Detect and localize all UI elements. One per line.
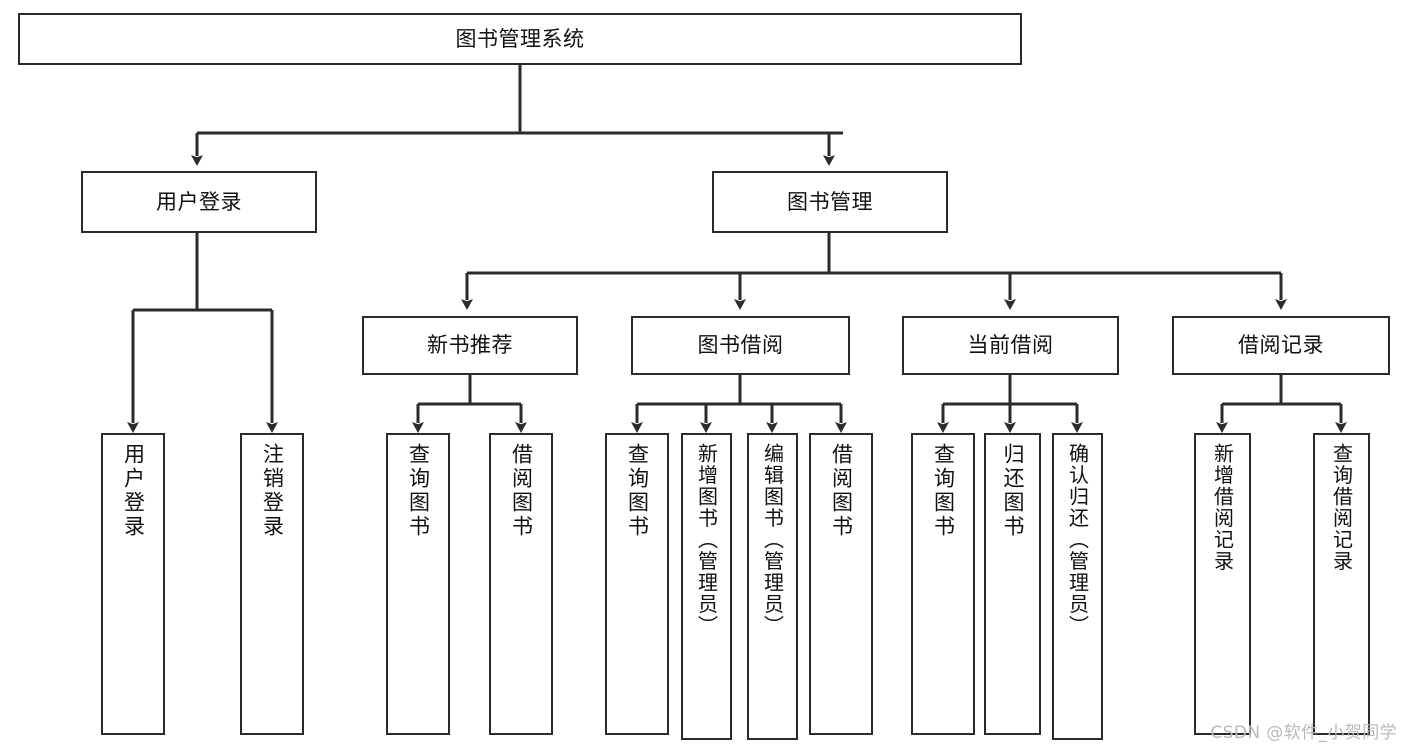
node-label: 当前借阅 <box>967 333 1054 358</box>
leaf-logout[interactable]: 注销登录 <box>240 433 304 735</box>
node-label: 归还图书 <box>1001 443 1025 539</box>
node-label: 用户登录 <box>121 443 146 539</box>
node-label: 图书借阅 <box>697 333 784 358</box>
node-label: 编辑图书（管理员） <box>760 443 785 637</box>
watermark-text: CSDN @软件_小贺同学 <box>1210 723 1397 743</box>
leaf-query-books-current[interactable]: 查询图书 <box>911 433 975 735</box>
node-label: 借阅图书 <box>829 443 854 539</box>
node-current-borrowing[interactable]: 当前借阅 <box>902 316 1119 375</box>
node-label: 借阅图书 <box>509 443 534 539</box>
node-label: 借阅记录 <box>1238 333 1324 358</box>
leaf-user-login[interactable]: 用户登录 <box>101 433 165 735</box>
node-root-library-system[interactable]: 图书管理系统 <box>18 13 1022 65</box>
node-label: 新书推荐 <box>427 333 513 358</box>
leaf-add-borrowing-record[interactable]: 新增借阅记录 <box>1194 433 1251 735</box>
node-label: 注销登录 <box>260 443 285 539</box>
node-label: 查询图书 <box>931 443 956 539</box>
node-label: 图书管理 <box>787 189 873 214</box>
leaf-edit-book-admin[interactable]: 编辑图书（管理员） <box>747 433 798 740</box>
node-label: 新增借阅记录 <box>1210 443 1235 572</box>
node-borrowing-records[interactable]: 借阅记录 <box>1172 316 1390 375</box>
node-label: 图书管理系统 <box>455 26 585 51</box>
leaf-query-books-recommendation[interactable]: 查询图书 <box>386 433 450 735</box>
node-book-borrowing[interactable]: 图书借阅 <box>631 316 850 375</box>
leaf-borrow-books-recommendation[interactable]: 借阅图书 <box>489 433 553 735</box>
node-label: 查询图书 <box>406 443 431 539</box>
node-label: 用户登录 <box>156 189 242 214</box>
leaf-query-borrowing-record[interactable]: 查询借阅记录 <box>1313 433 1370 735</box>
leaf-return-books[interactable]: 归还图书 <box>984 433 1041 735</box>
leaf-query-books-borrowing[interactable]: 查询图书 <box>605 433 669 735</box>
node-label: 确认归还（管理员） <box>1065 443 1090 637</box>
node-label: 查询借阅记录 <box>1329 443 1354 572</box>
node-user-login[interactable]: 用户登录 <box>81 171 317 233</box>
leaf-add-book-admin[interactable]: 新增图书（管理员） <box>681 433 732 740</box>
node-book-management[interactable]: 图书管理 <box>712 171 948 233</box>
node-label: 新增图书（管理员） <box>694 443 719 637</box>
leaf-confirm-return-admin[interactable]: 确认归还（管理员） <box>1052 433 1103 740</box>
node-label: 查询图书 <box>625 443 650 539</box>
leaf-borrow-books-borrowing[interactable]: 借阅图书 <box>809 433 873 735</box>
node-new-book-recommendation[interactable]: 新书推荐 <box>362 316 578 375</box>
